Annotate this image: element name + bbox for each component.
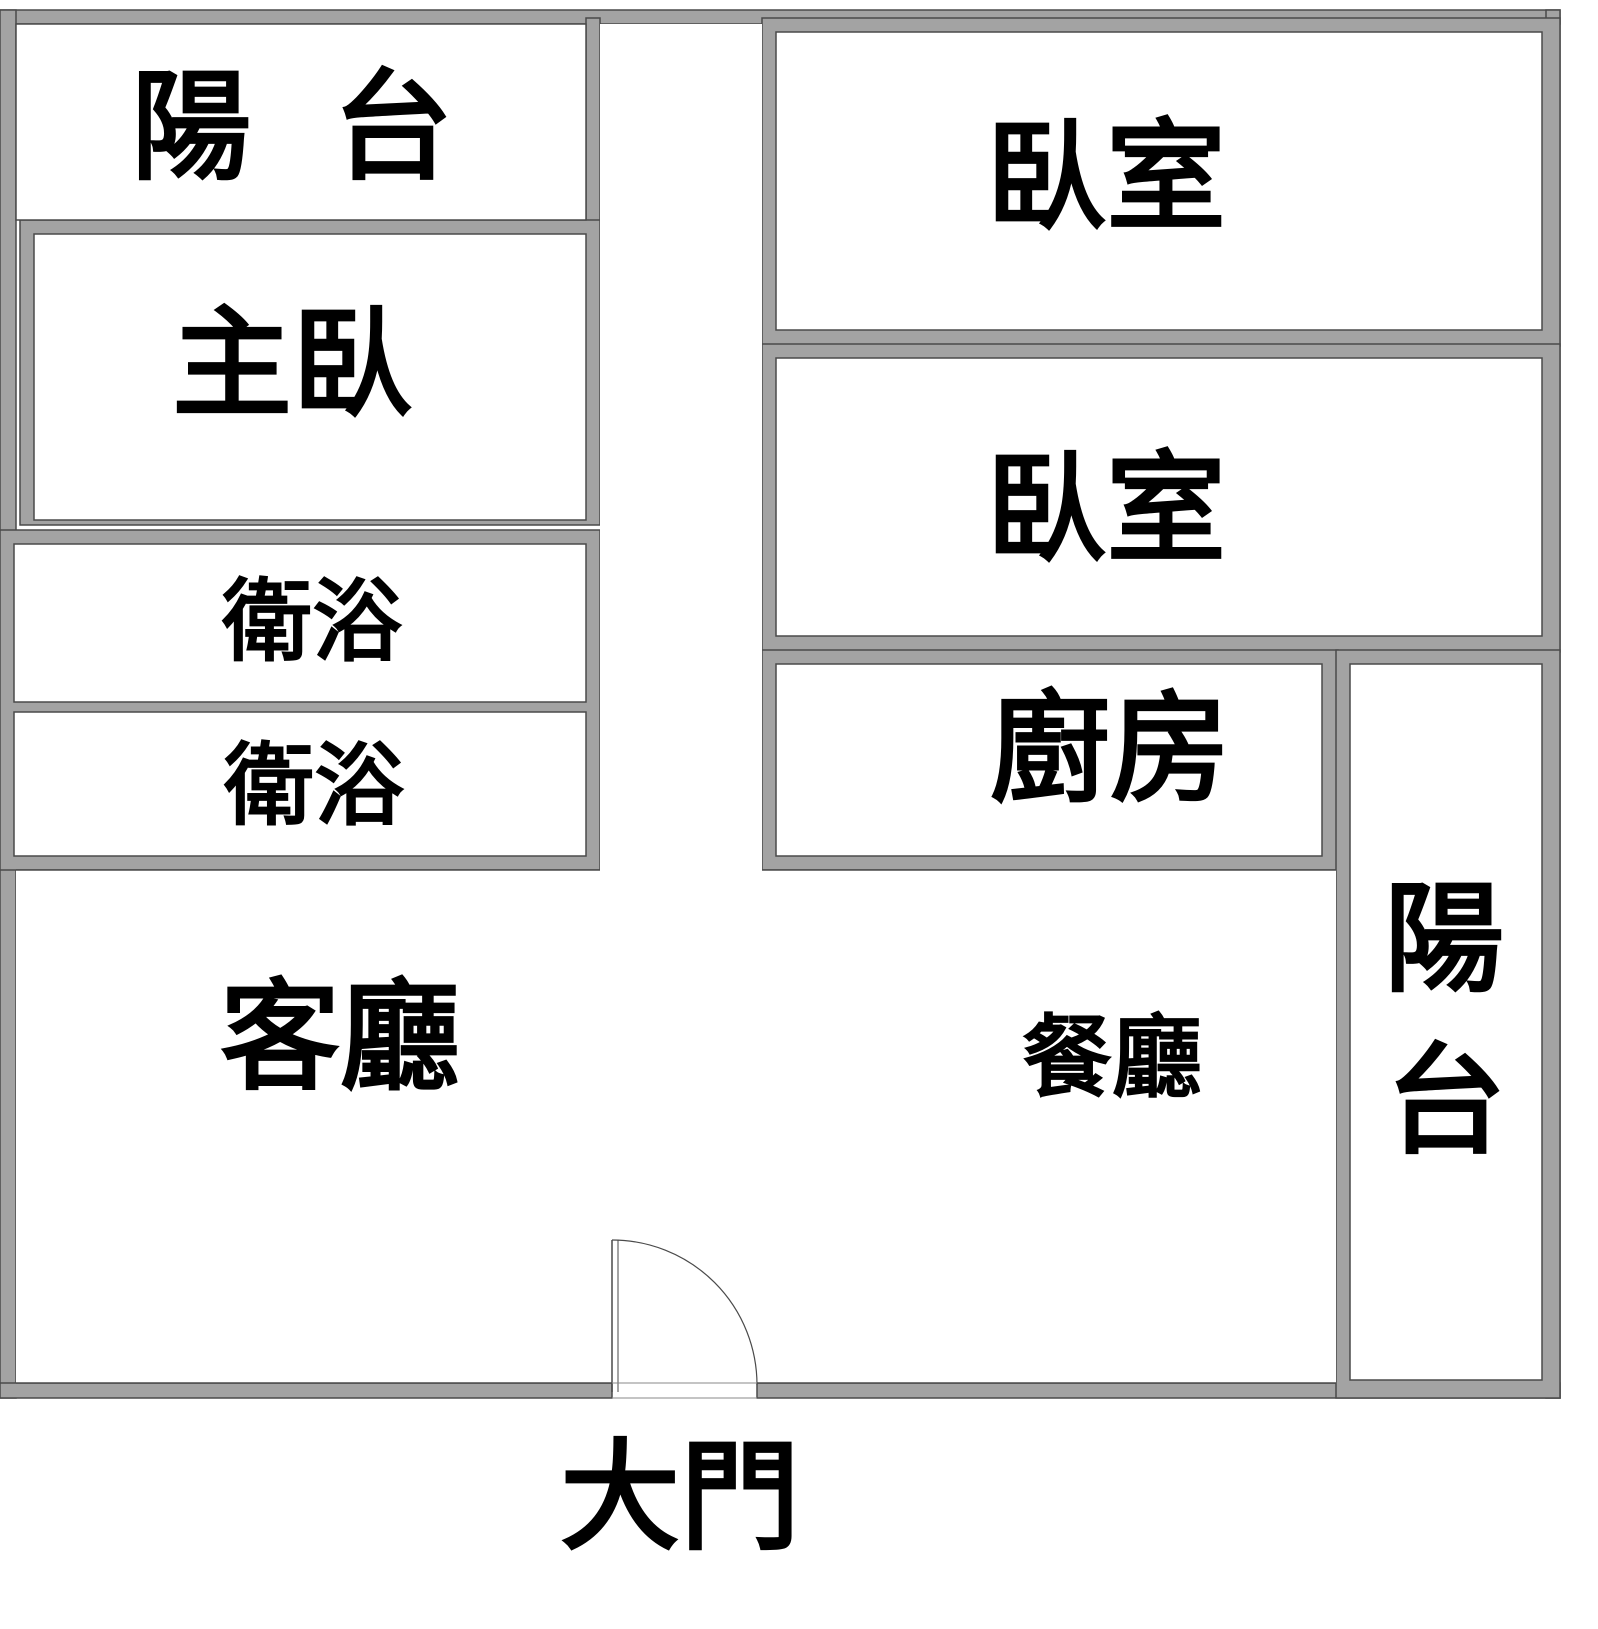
label-entrance: 大門 xyxy=(560,1429,800,1568)
rooms xyxy=(13,23,1543,1381)
room-bathroom-2 xyxy=(13,711,587,857)
entrance-door xyxy=(611,1239,758,1399)
label-bedroom-1: 臥室 xyxy=(986,109,1226,248)
room-kitchen xyxy=(775,663,1323,857)
living-dining-area xyxy=(16,870,1336,1383)
wall-bottom-left xyxy=(0,1382,613,1399)
label-kitchen: 廚房 xyxy=(990,681,1230,820)
label-master-bedroom: 主臥 xyxy=(172,296,412,435)
label-bathroom-1: 衛浴 xyxy=(221,570,403,675)
door-swing-arc xyxy=(611,1239,758,1386)
label-bedroom-2: 臥室 xyxy=(986,441,1226,580)
room-bedroom-1 xyxy=(775,31,1543,331)
label-balcony-top-left: 陽 台 xyxy=(131,59,473,198)
room-labels: 陽 台 主臥 衛浴 衛浴 客廳 臥室 臥室 廚房 餐廳 陽 台 大門 xyxy=(131,59,1506,1568)
room-balcony-right xyxy=(1349,663,1543,1381)
room-bedroom-2 xyxy=(775,357,1543,637)
room-bathroom-1 xyxy=(13,543,587,703)
label-balcony-right-bottom: 台 xyxy=(1386,1033,1506,1172)
label-living-room: 客廳 xyxy=(220,969,460,1108)
label-dining-room: 餐廳 xyxy=(1022,1006,1202,1111)
wall-balcony-right xyxy=(585,17,601,224)
label-bathroom-2: 衛浴 xyxy=(223,734,405,839)
label-balcony-right-top: 陽 xyxy=(1384,871,1504,1010)
room-master-bedroom xyxy=(33,233,587,521)
room-balcony-top-left xyxy=(15,23,587,221)
